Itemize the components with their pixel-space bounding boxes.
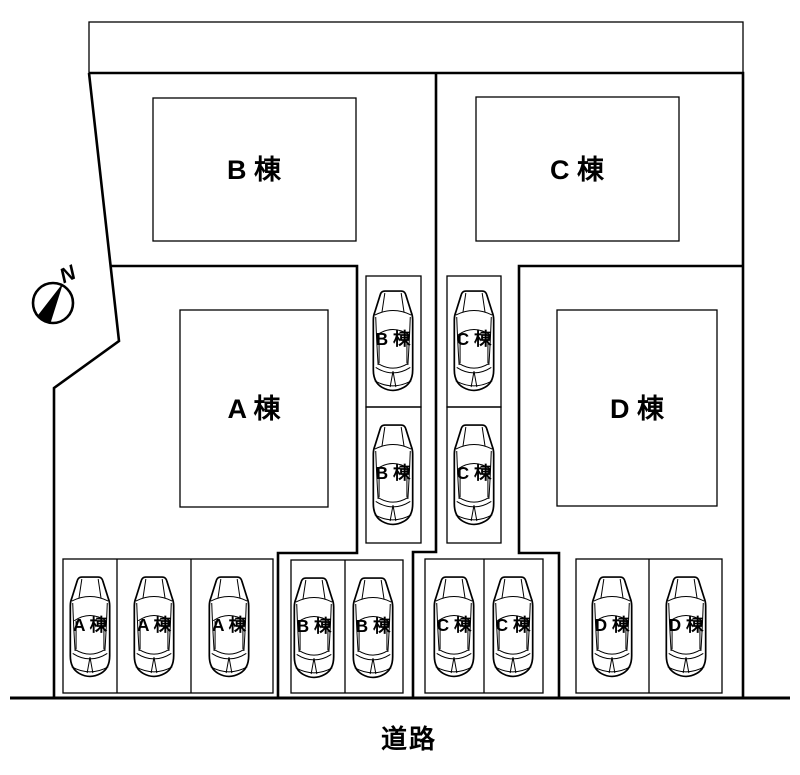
building-d-outline [556,309,718,507]
building-d-label: D 棟 [610,394,665,424]
building-b-label: B 棟 [227,155,282,185]
boundary-c-d [517,264,743,698]
parking-stall-label: A 棟 [212,615,247,635]
parking-stall-label: A 棟 [137,615,172,635]
compass-needle [37,284,63,324]
stall-c-middle-2 [446,406,502,544]
stalls-a-dividers [116,559,192,693]
stalls-b-block [290,559,404,694]
parking-stall-label: C 棟 [457,329,493,349]
parking-stall-label: B 棟 [376,463,412,483]
thin-outlines [62,21,744,694]
building-c-label: C 棟 [550,155,605,185]
boundary-top-right [89,71,745,698]
parking-stall-label: C 棟 [496,615,532,635]
plot-boundaries [52,71,745,698]
compass-north-icon: N [31,261,80,325]
compass-circle [31,281,75,325]
parking-stall-label: C 棟 [457,463,493,483]
building-a-outline [179,309,329,508]
parking-stall-label: D 棟 [669,615,705,635]
building-labels: A 棟 B 棟 C 棟 D 棟 [227,155,665,424]
parking-stall-label: B 棟 [297,616,333,636]
boundary-a-b [111,264,359,698]
top-strip-outline [88,21,744,74]
stall-b-middle-2 [365,406,422,544]
building-b-outline [152,97,357,242]
stalls-a-block [62,558,274,694]
parking-stall-label: D 棟 [595,615,631,635]
parking-stall-label: A 棟 [73,615,108,635]
parking-stall-label: B 棟 [356,616,392,636]
parking-stall-label: B 棟 [376,329,412,349]
boundary-left-slant [52,72,121,698]
stall-labels: A 棟 A 棟 A 棟 B 棟 B 棟 C 棟 C 棟 B 棟 B 棟 C 棟 … [73,329,704,636]
boundary-b-c [411,73,438,698]
building-c-outline [475,96,680,242]
parking-stall-label: C 棟 [437,615,473,635]
road-label: 道路 [381,724,437,754]
building-a-label: A 棟 [228,394,282,424]
